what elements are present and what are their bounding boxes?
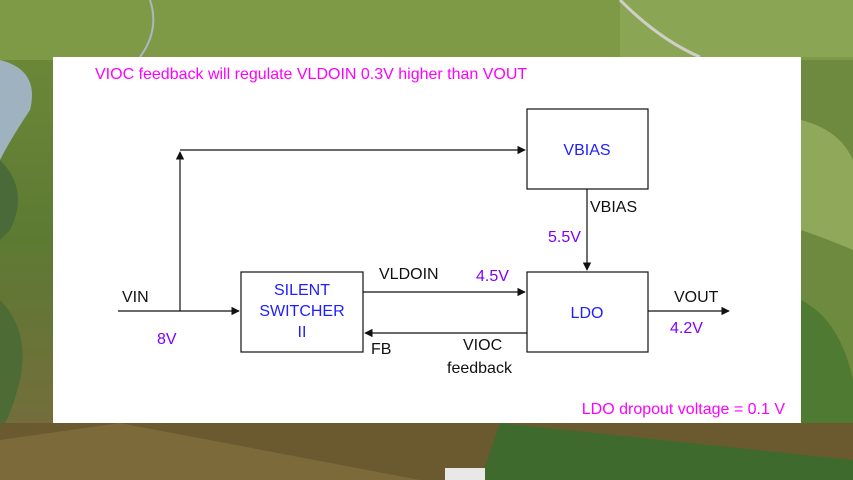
feedback-label: feedback [447,360,513,377]
vldoin-label: VLDOIN [379,266,439,283]
vldoin-voltage: 4.5V [476,268,509,285]
silent-switcher-label-line3: II [298,324,307,341]
vbias-output-label: VBIAS [590,199,637,216]
silent-switcher-label-line2: SWITCHER [259,303,344,320]
vout-voltage: 4.2V [670,320,703,337]
diagram-panel: VIOC feedback will regulate VLDOIN 0.3V … [53,57,801,423]
ldo-block [526,271,649,353]
footer-note: LDO dropout voltage = 0.1 V [582,401,786,418]
header-note: VIOC feedback will regulate VLDOIN 0.3V … [95,66,527,83]
fb-label: FB [371,341,391,358]
vioc-label: VIOC [463,337,502,354]
silent-switcher-label-line1: SILENT [274,282,330,299]
ldo-block-label: LDO [571,305,604,322]
silent-switcher-block [240,271,364,353]
vin-voltage: 8V [157,331,177,348]
vbias-block-label: VBIAS [563,142,610,159]
vout-label: VOUT [674,289,719,306]
block-diagram: VIOC feedback will regulate VLDOIN 0.3V … [95,66,786,418]
vbias-voltage: 5.5V [548,229,581,246]
vbias-block [526,108,649,190]
vin-label: VIN [122,289,149,306]
